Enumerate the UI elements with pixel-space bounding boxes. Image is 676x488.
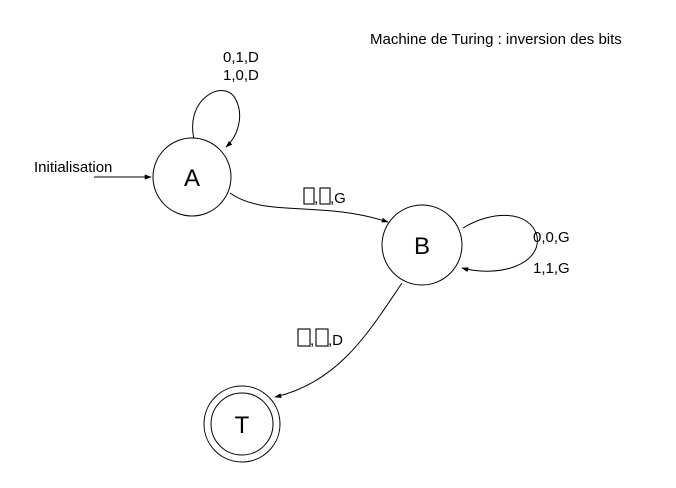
state-b-circle [381, 204, 463, 286]
loop-a-label-line1: 0,1,D [223, 49, 259, 66]
state-a-label: A [184, 165, 200, 192]
loop-b-label-line1: 0,0,G [533, 229, 570, 246]
blank-symbol-box [315, 328, 329, 347]
initial-label: Initialisation [34, 159, 112, 176]
blank-symbol-box [319, 187, 331, 205]
svg-text:,: , [310, 332, 314, 349]
edge-a-to-b-label: , ,G [303, 187, 346, 207]
svg-text:,: , [314, 190, 318, 207]
loop-a-arrow [192, 90, 241, 148]
edge-a-to-b-suffix: ,G [330, 190, 346, 207]
edge-b-to-t-label: , ,D [297, 328, 343, 349]
blank-symbol-box [303, 187, 315, 205]
loop-a-label-line2: 1,0,D [223, 67, 259, 84]
loop-b-arrow [461, 215, 538, 272]
state-t-label: T [235, 412, 250, 439]
state-t-final: T [203, 385, 281, 463]
edge-b-to-t [274, 282, 403, 398]
edge-b-to-t-suffix: ,D [328, 332, 343, 349]
state-a-circle [152, 137, 232, 217]
diagram-title: Machine de Turing : inversion des bits [370, 31, 622, 48]
state-t-inner-circle [210, 392, 274, 456]
state-b: B [381, 204, 463, 286]
blank-symbol-box [297, 328, 311, 347]
loop-b-label-line2: 1,1,G [533, 260, 570, 277]
edge-a-to-b [229, 192, 389, 223]
state-b-label: B [414, 233, 430, 260]
state-a: A [152, 137, 232, 217]
